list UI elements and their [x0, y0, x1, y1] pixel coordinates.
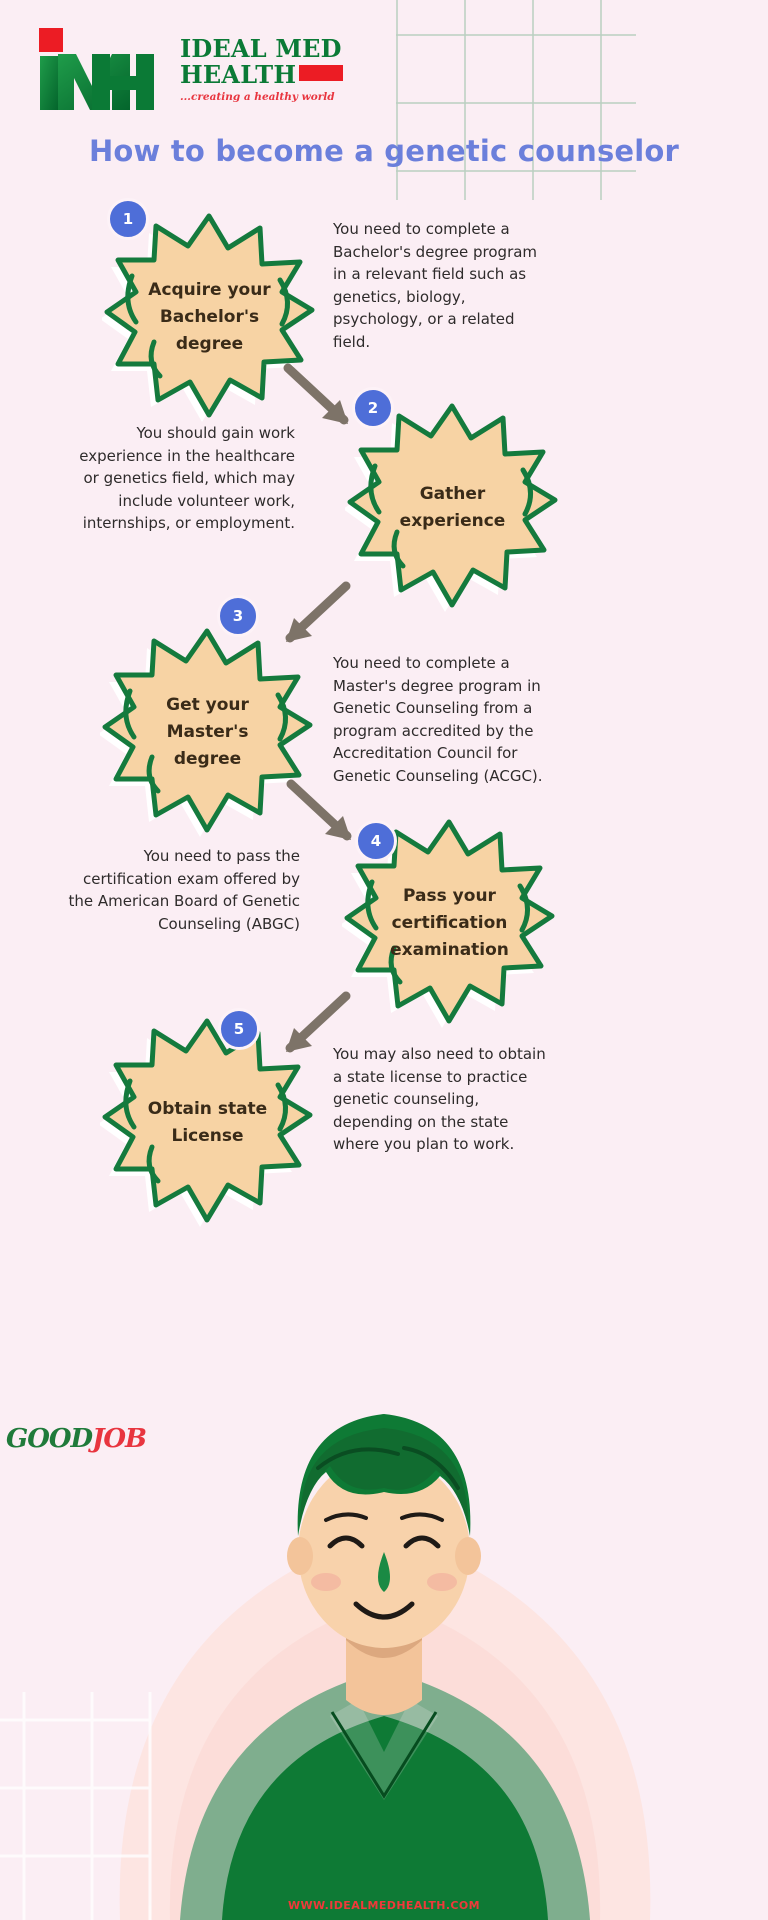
- arrow-step-1-to-2: [282, 362, 362, 434]
- arrow-step-2-to-3: [272, 580, 352, 652]
- counselor-illustration: [0, 1414, 651, 1920]
- brand-logo: IDEAL MED HEALTH ...creating a healthy w…: [32, 28, 362, 114]
- goodjob-watermark: GOODJOB: [6, 1424, 147, 1454]
- logo-line-2: HEALTH: [180, 62, 365, 88]
- step-3-burst: Get your Master's degree: [100, 625, 315, 840]
- logo-red-square-icon: [39, 28, 63, 52]
- arrow-step-4-to-5: [272, 990, 352, 1062]
- logo-line-1: IDEAL MED: [180, 34, 342, 63]
- step-2-badge: 2: [352, 387, 394, 429]
- arrow-step-3-to-4: [285, 778, 365, 850]
- watermark-part-1: GOOD: [6, 1424, 93, 1454]
- step-1-label: Acquire your Bachelor's degree: [148, 280, 271, 354]
- footer-website-url[interactable]: WWW.IDEALMEDHEALTH.COM: [287, 1899, 480, 1912]
- step-5-badge: 5: [218, 1008, 260, 1050]
- watermark-part-2: JOB: [92, 1424, 147, 1454]
- step-4-description: You need to pass the certification exam …: [68, 847, 301, 933]
- step-1-burst: Acquire your Bachelor's degree: [102, 210, 317, 425]
- step-4-badge: 4: [355, 820, 397, 862]
- step-3-label: Get your Master's degree: [166, 695, 249, 769]
- step-3-description: You need to complete a Master's degree p…: [333, 654, 543, 785]
- step-4-label: Pass your certification examination: [390, 886, 509, 960]
- logo-tagline: ...creating a healthy world: [180, 91, 335, 103]
- step-3-badge: 3: [217, 595, 259, 637]
- logo-red-bar-icon: [299, 65, 344, 81]
- step-2-label: Gather experience: [399, 483, 506, 531]
- step-5-label: Obtain state License: [147, 1098, 268, 1146]
- step-2-description: You should gain work experience in the h…: [79, 424, 295, 532]
- logo-monogram-icon: [32, 28, 172, 110]
- step-2-burst: Gather experience: [345, 400, 560, 615]
- step-1-description: You need to complete a Bachelor's degree…: [333, 220, 538, 351]
- step-5-burst: Obtain state License: [100, 1015, 315, 1230]
- logo-wordmark: IDEAL MED HEALTH ...creating a healthy w…: [180, 36, 365, 103]
- step-4-burst: Pass your certification examination: [342, 816, 557, 1031]
- step-5-description: You may also need to obtain a state lice…: [333, 1045, 546, 1153]
- step-1-badge: 1: [107, 198, 149, 240]
- page-title: How to become a genetic counselor: [88, 134, 680, 168]
